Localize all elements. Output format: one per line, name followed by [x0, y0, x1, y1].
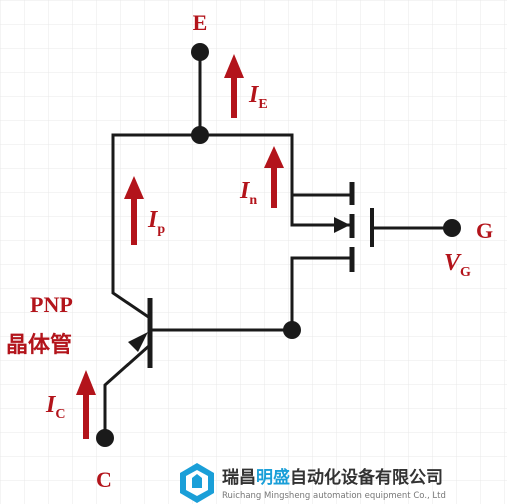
ic-arrow-head-icon	[76, 370, 96, 395]
mosfet-arrow-icon	[334, 217, 350, 233]
current-arrows	[76, 54, 284, 439]
gate-label: G	[476, 218, 493, 243]
ie-arrow-shaft	[231, 76, 237, 118]
gate-terminal-dot	[443, 219, 461, 237]
company-name-en: Ruichang Mingsheng automation equipment …	[222, 491, 446, 501]
company-name-cn: 瑞昌明盛自动化设备有限公司	[222, 467, 443, 488]
collector-wire	[103, 342, 153, 440]
ic-arrow-shaft	[83, 393, 89, 439]
collector-terminal-dot	[96, 429, 114, 447]
top-junction-dot	[191, 126, 209, 144]
in-arrow-head-icon	[264, 146, 284, 168]
ip-arrow-head-icon	[124, 176, 144, 199]
company-watermark: 瑞昌明盛自动化设备有限公司 Ruichang Mingsheng automat…	[180, 463, 446, 503]
mosfet-drain-wire	[290, 256, 354, 332]
in-arrow-shaft	[271, 166, 277, 208]
collector-label: C	[96, 467, 112, 492]
ie-label: IE	[248, 82, 268, 112]
ie-arrow-head-icon	[224, 54, 244, 78]
ic-label: IC	[45, 392, 65, 422]
emitter-label: E	[193, 10, 208, 35]
pnp-emitter-arrow-icon	[128, 332, 148, 352]
pnp-label-line2: 晶体管	[6, 332, 72, 358]
pnp-label-line1: PNP	[30, 292, 73, 317]
circuit-wires	[103, 50, 454, 440]
pnp-emitter-wire	[111, 133, 153, 321]
vg-label: VG	[444, 250, 471, 280]
emitter-terminal-dot	[191, 43, 209, 61]
ip-arrow-shaft	[131, 197, 137, 245]
mosfet-body-wire	[290, 193, 354, 227]
drain-junction-dot	[283, 321, 301, 339]
company-logo-icon	[180, 463, 214, 503]
in-label: In	[239, 178, 257, 208]
ip-label: Ip	[147, 207, 165, 237]
circuit-nodes	[96, 43, 461, 447]
